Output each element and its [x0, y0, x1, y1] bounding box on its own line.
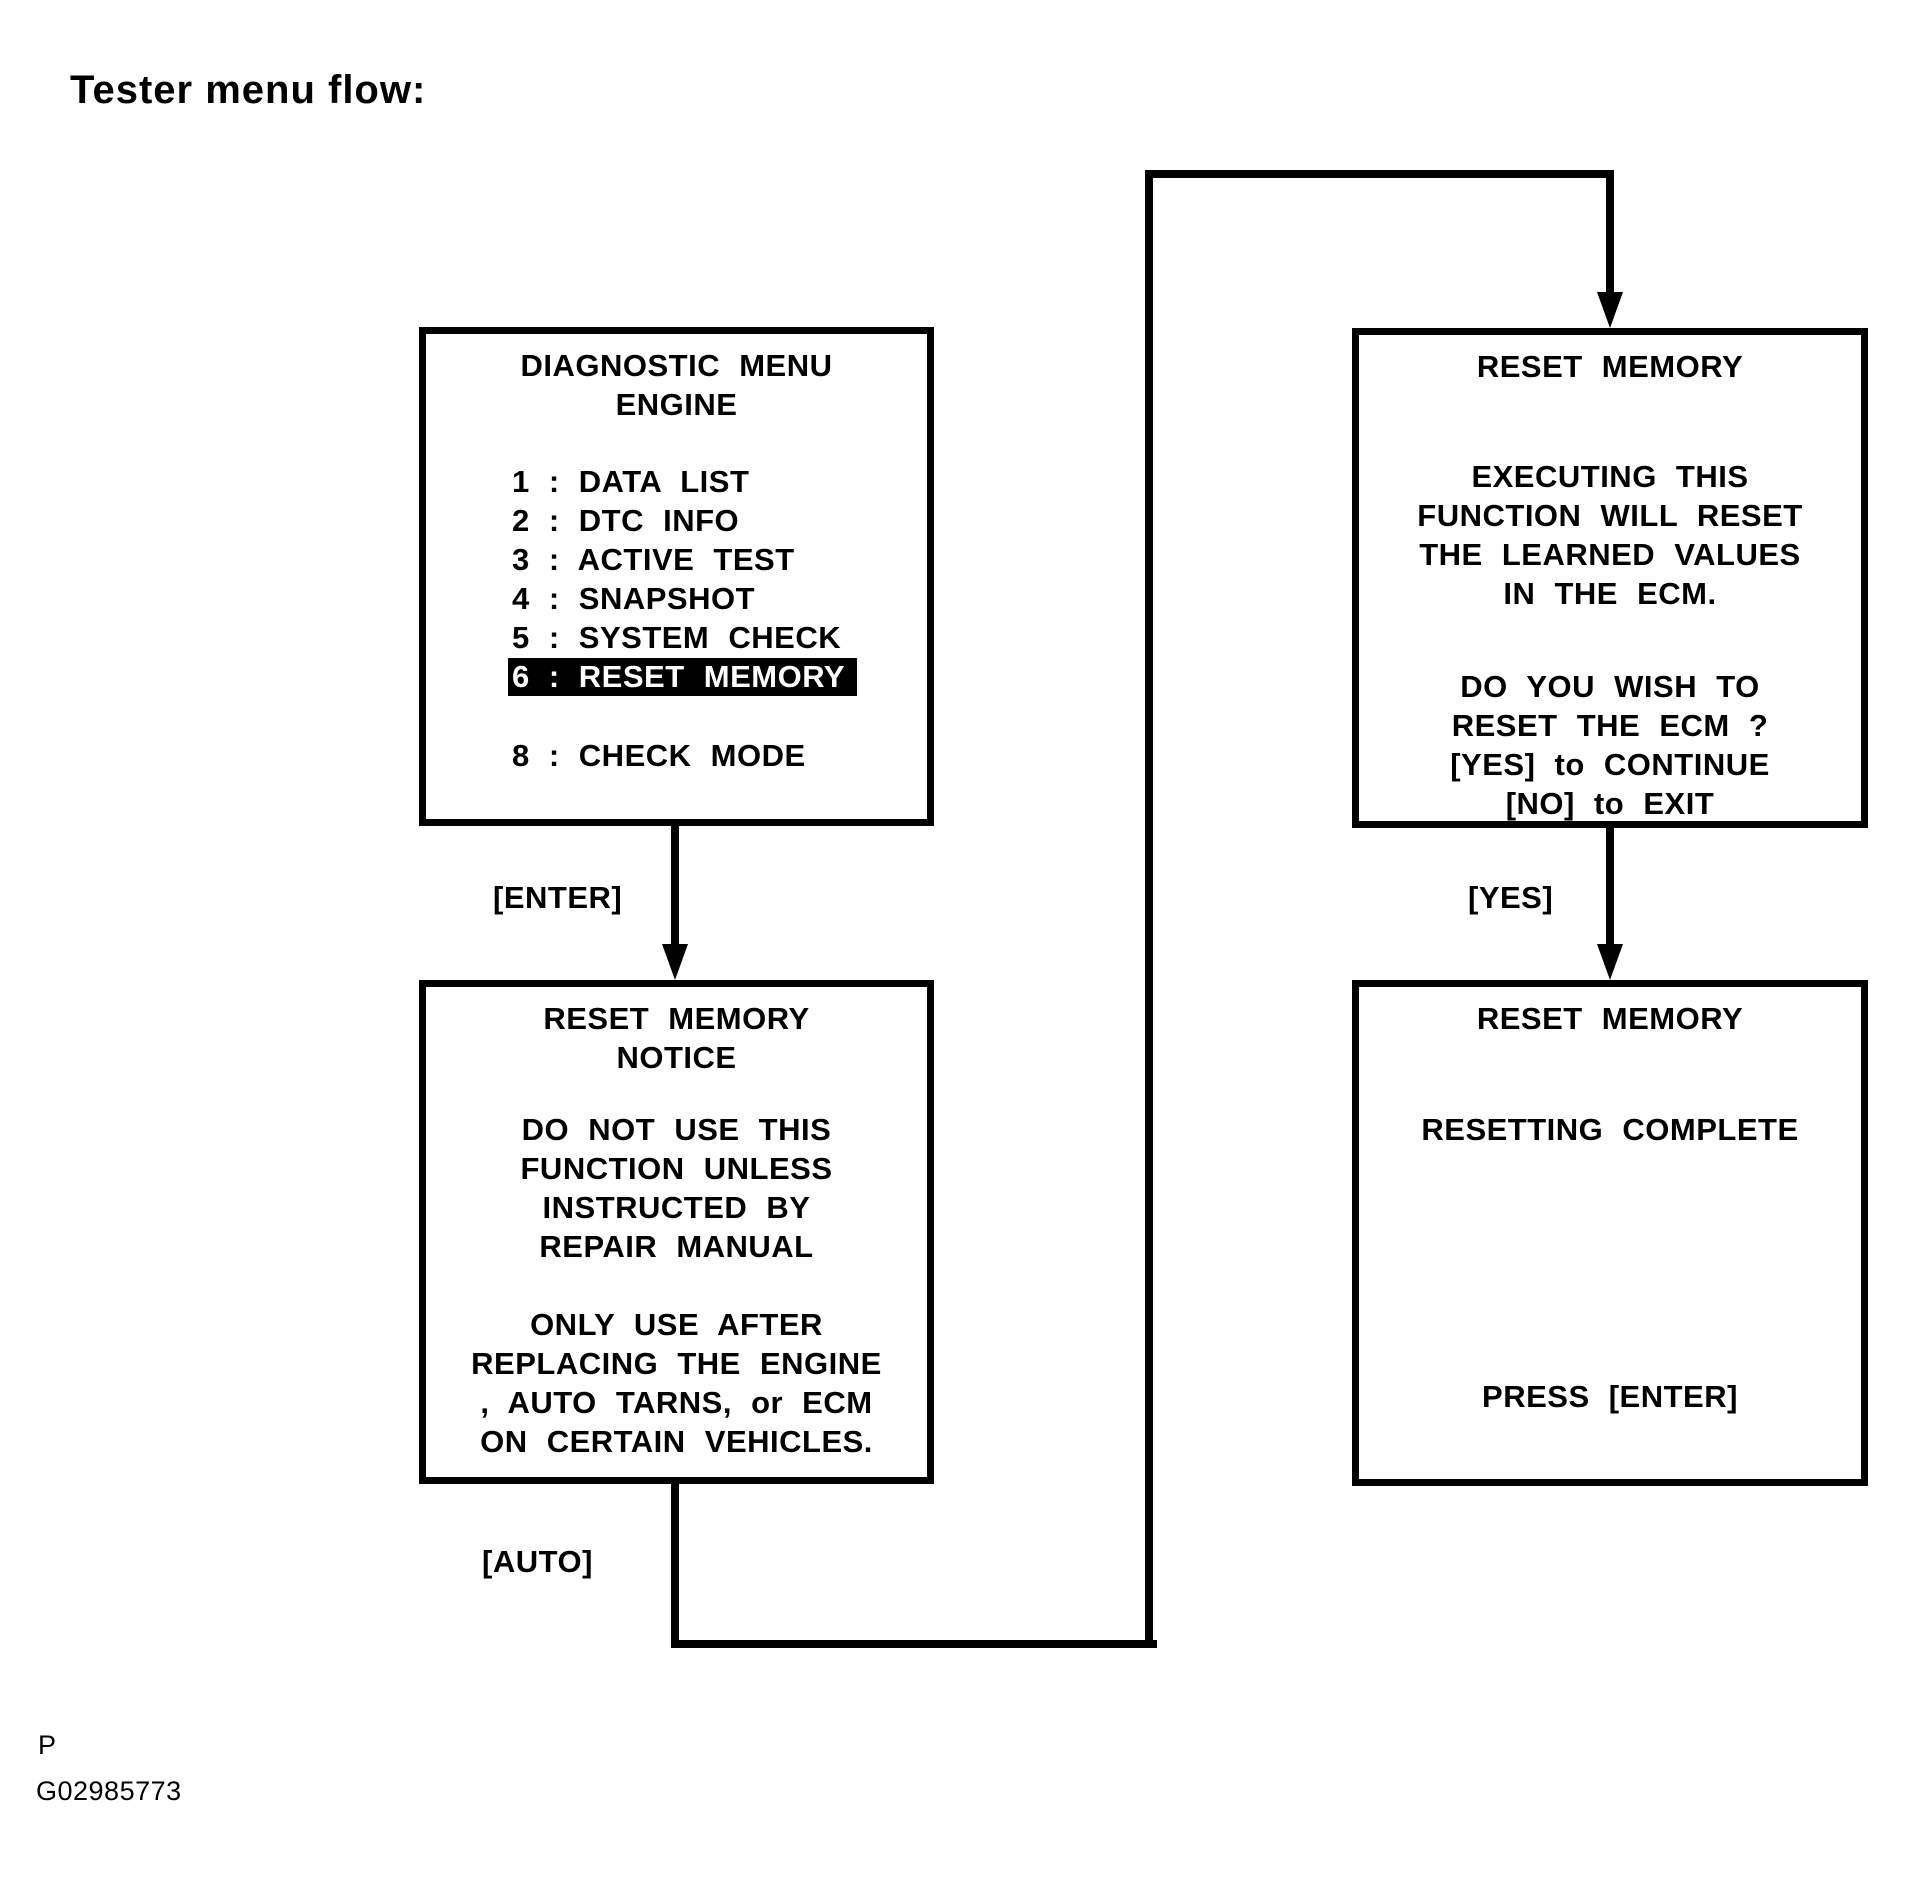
auto-key-label: [AUTO] [482, 1544, 593, 1579]
menu-item-active-test: 3 : ACTIVE TEST [512, 542, 795, 577]
notice-body2-line3: , AUTO TARNS, or ECM [480, 1385, 873, 1420]
notice-body2: ONLY USE AFTER REPLACING THE ENGINE , AU… [426, 1305, 927, 1461]
confirm-body1-line4: IN THE ECM. [1503, 576, 1717, 611]
notice-body1-line4: REPAIR MANUAL [539, 1229, 814, 1264]
diagnostic-menu-list: 1 : DATA LIST 2 : DTC INFO 3 : ACTIVE TE… [426, 462, 927, 775]
enter-arrow-line [671, 825, 679, 947]
auto-path-top-rail [1145, 170, 1614, 178]
menu-item-dtc-info: 2 : DTC INFO [512, 503, 740, 538]
auto-path-down-leg [1606, 170, 1614, 294]
notice-body1-line2: FUNCTION UNLESS [520, 1151, 833, 1186]
reset-memory-notice-screen: RESET MEMORY NOTICE DO NOT USE THIS FUNC… [419, 980, 934, 1484]
page-title: Tester menu flow: [70, 68, 427, 112]
confirm-body1-line1: EXECUTING THIS [1471, 459, 1749, 494]
notice-body2-line4: ON CERTAIN VEHICLES. [480, 1424, 873, 1459]
confirm-body2-line2: RESET THE ECM ? [1451, 708, 1769, 743]
yes-arrow-line [1606, 827, 1614, 947]
notice-body2-line2: REPLACING THE ENGINE [471, 1346, 882, 1381]
page-marker: P [38, 1730, 57, 1760]
confirm-body2-line4: [NO] to EXIT [1505, 786, 1715, 821]
reset-memory-complete-screen: RESET MEMORY RESETTING COMPLETE PRESS [E… [1352, 980, 1868, 1486]
confirm-body1-line2: FUNCTION WILL RESET [1417, 498, 1803, 533]
diagnostic-menu-title-line1: DIAGNOSTIC MENU [520, 348, 833, 383]
notice-body1-line1: DO NOT USE THIS [521, 1112, 832, 1147]
notice-body2-line1: ONLY USE AFTER [530, 1307, 823, 1342]
figure-id: G02985773 [36, 1776, 182, 1806]
notice-body1: DO NOT USE THIS FUNCTION UNLESS INSTRUCT… [426, 1110, 927, 1266]
menu-item-data-list: 1 : DATA LIST [512, 464, 750, 499]
auto-path-stub-down [671, 1483, 679, 1648]
reset-memory-confirm-body2: DO YOU WISH TO RESET THE ECM ? [YES] to … [1359, 667, 1861, 823]
yes-arrowhead-icon [1597, 944, 1623, 980]
auto-arrowhead-icon [1597, 292, 1623, 328]
confirm-body1-line3: THE LEARNED VALUES [1419, 537, 1801, 572]
reset-memory-confirm-body1: EXECUTING THIS FUNCTION WILL RESET THE L… [1359, 457, 1861, 613]
notice-title-line1: RESET MEMORY [543, 1001, 810, 1036]
complete-title: RESET MEMORY [1476, 1001, 1744, 1036]
reset-memory-confirm-screen: RESET MEMORY EXECUTING THIS FUNCTION WIL… [1352, 328, 1868, 828]
notice-title-line2: NOTICE [616, 1040, 737, 1075]
enter-arrowhead-icon [662, 944, 688, 980]
complete-action-text: PRESS [ENTER] [1482, 1379, 1738, 1414]
menu-item-snapshot: 4 : SNAPSHOT [512, 581, 756, 616]
auto-path-bottom-segment [671, 1640, 1157, 1648]
notice-body1-line3: INSTRUCTED BY [542, 1190, 811, 1225]
confirm-body2-line3: [YES] to CONTINUE [1450, 747, 1770, 782]
menu-item-check-mode: 8 : CHECK MODE [512, 738, 806, 773]
yes-key-label: [YES] [1468, 880, 1554, 915]
menu-item-reset-memory-highlighted: 6 : RESET MEMORY [508, 657, 927, 696]
menu-highlight-bar: 6 : RESET MEMORY [508, 658, 858, 696]
diagnostic-menu-title-line2: ENGINE [615, 387, 738, 422]
diagnostic-menu-screen: DIAGNOSTIC MENU ENGINE 1 : DATA LIST 2 :… [419, 327, 934, 826]
enter-key-label: [ENTER] [493, 880, 623, 915]
menu-item-system-check: 5 : SYSTEM CHECK [512, 620, 842, 655]
complete-status-text: RESETTING COMPLETE [1421, 1112, 1799, 1147]
auto-path-vertical-riser [1145, 170, 1153, 1648]
confirm-body2-line1: DO YOU WISH TO [1460, 669, 1760, 704]
reset-memory-confirm-title: RESET MEMORY [1476, 349, 1744, 384]
